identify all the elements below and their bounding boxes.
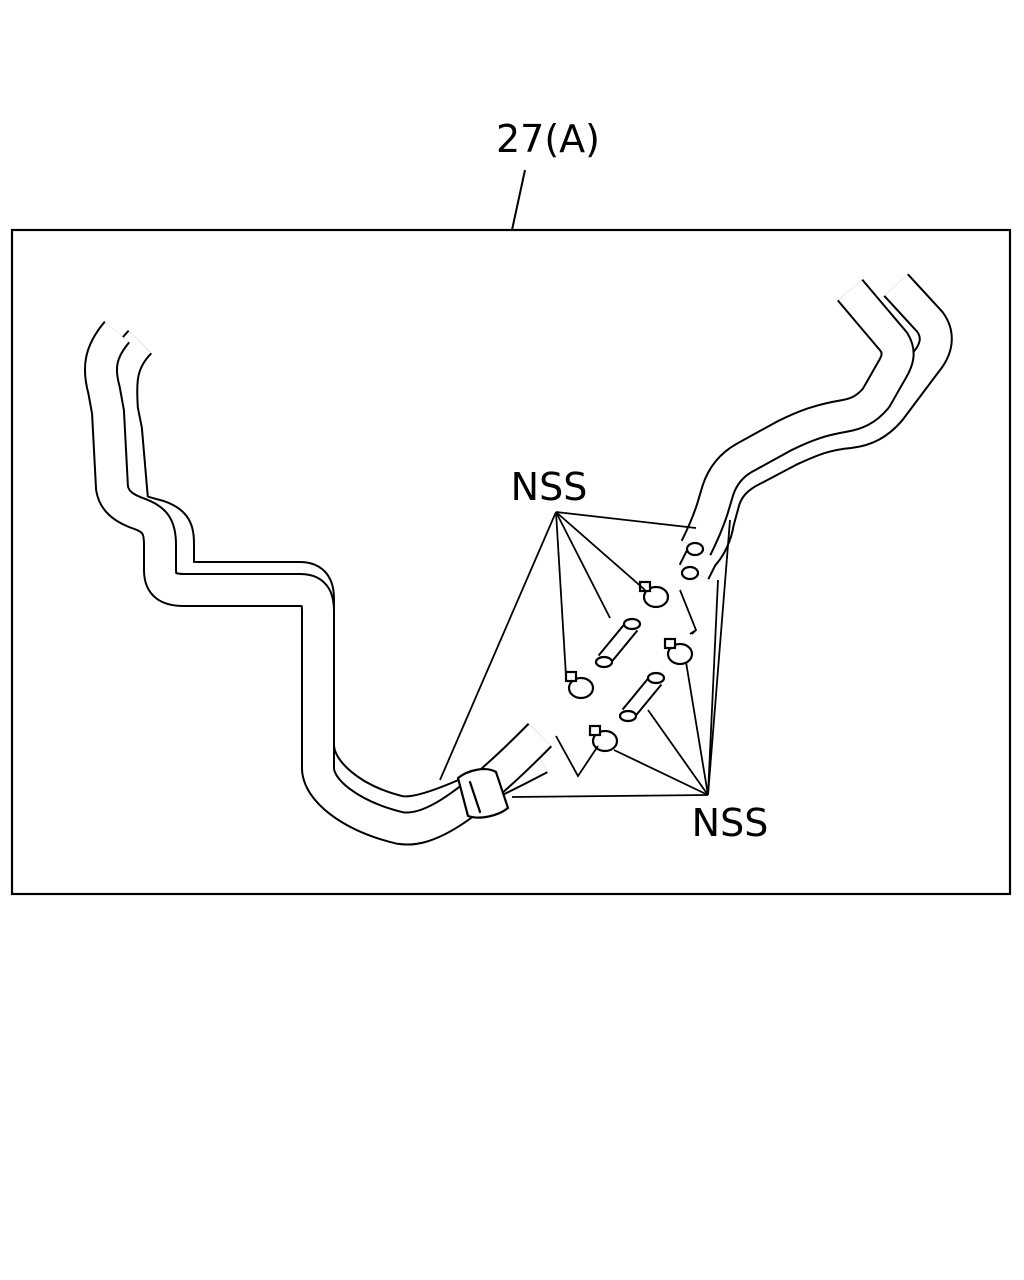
hose-clamp-3	[564, 670, 595, 700]
connector-pipe-2	[618, 671, 666, 723]
hose-clamp-1	[638, 580, 670, 609]
left-hose-front	[83, 320, 553, 846]
callout-label: 27(A)	[496, 117, 600, 161]
hose-clamp-2	[663, 637, 694, 666]
nss-label-top: NSS	[511, 465, 588, 509]
right-hose-front	[680, 279, 915, 556]
nss-bottom-leader-lines	[511, 519, 731, 798]
hose-end-lower	[680, 565, 700, 581]
nss-label-bottom: NSS	[692, 801, 769, 845]
diagram-frame	[10, 228, 1012, 896]
hose-clamp-4	[588, 724, 619, 753]
nss-top-leader-lines	[439, 511, 697, 781]
hose-end-upper	[685, 541, 705, 557]
band-clamp	[456, 768, 510, 819]
connector-pipe-1	[594, 617, 642, 669]
callout-leader-line	[511, 169, 526, 231]
